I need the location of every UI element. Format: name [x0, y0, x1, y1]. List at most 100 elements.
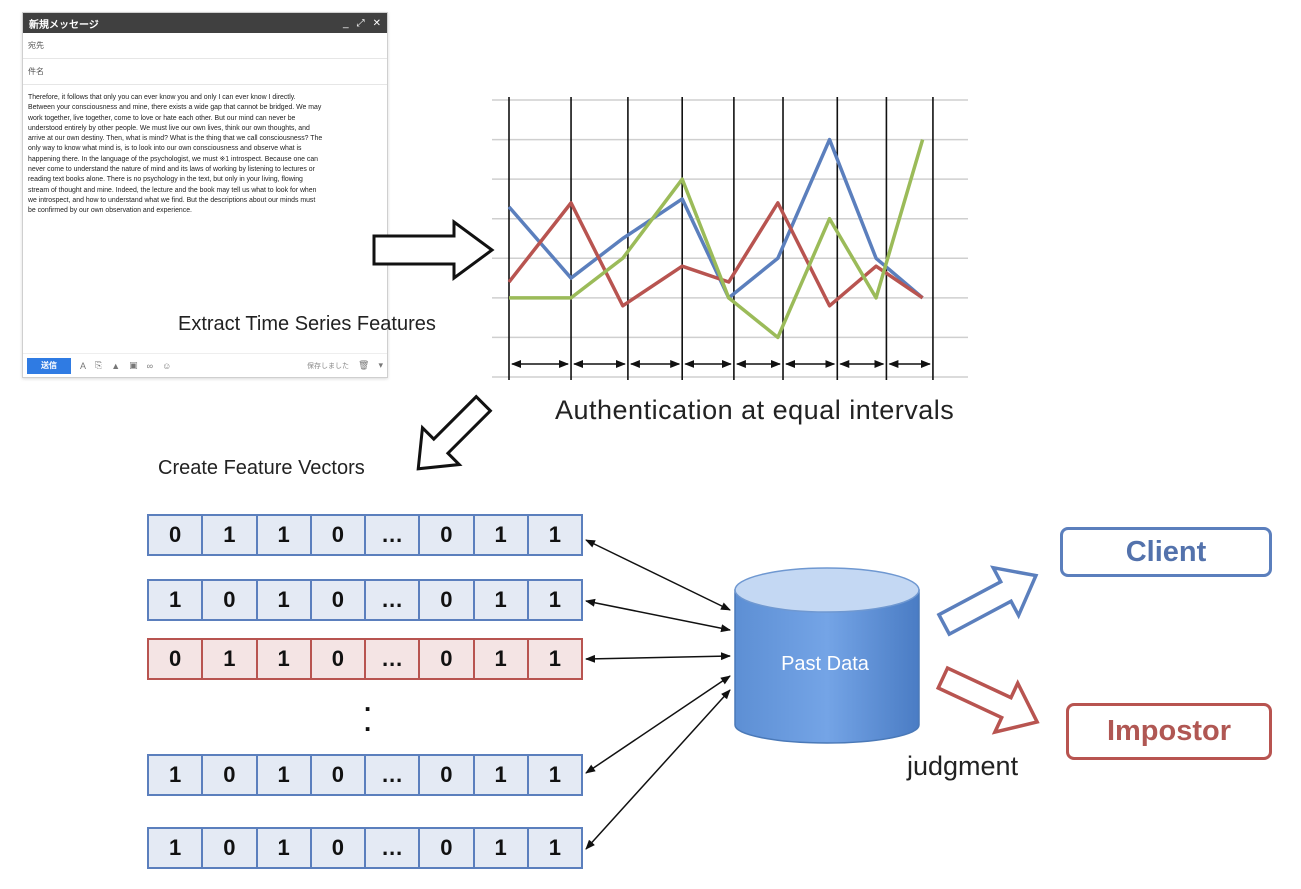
- chart-series-line: [509, 139, 925, 340]
- feature-vector-cell: 1: [472, 514, 529, 556]
- expand-icon[interactable]: ⤢: [356, 17, 365, 29]
- feature-vector-cell: 0: [147, 638, 204, 680]
- feature-vector-cell: …: [364, 827, 421, 869]
- feature-vector-cell: 1: [201, 638, 258, 680]
- body-line: reading text books alone. There is no ps…: [28, 176, 303, 184]
- feature-vector-cell: 1: [472, 754, 529, 796]
- send-button[interactable]: 送信: [27, 357, 71, 374]
- feature-vector-cell: 1: [255, 638, 312, 680]
- past-data-database: [734, 567, 920, 744]
- feature-vector-cell: 1: [526, 827, 583, 869]
- trash-icon[interactable]: 🗑: [358, 360, 370, 370]
- feature-vector-cell: …: [364, 638, 421, 680]
- feature-vector-cell: 0: [309, 579, 366, 621]
- feature-vector-cell: 0: [309, 638, 366, 680]
- close-icon[interactable]: ✕: [372, 17, 381, 29]
- feature-vector-cell: 1: [201, 514, 258, 556]
- feature-vector-cell: 0: [309, 754, 366, 796]
- bidirectional-connection-arrow: [585, 539, 731, 611]
- feature-vector-cell: 0: [309, 827, 366, 869]
- extract-flow-arrow: [372, 219, 495, 281]
- email-composer-window: 新規メッセージ _ ⤢ ✕ 宛先 件名 Therefore, it follow…: [22, 12, 388, 378]
- feature-vector-cell: 1: [472, 827, 529, 869]
- judgment-label: judgment: [907, 751, 1019, 781]
- message-body[interactable]: Therefore, it follows that only you can …: [23, 85, 387, 356]
- feature-vector-cell: 1: [255, 827, 312, 869]
- body-line: be confirmed by our own observation and …: [28, 207, 192, 215]
- database-label: Past Data: [781, 653, 869, 675]
- saved-status: 保存しました: [307, 362, 350, 370]
- body-line: we introspect, and how to understand wha…: [28, 196, 316, 204]
- composer-title: 新規メッセージ: [29, 19, 99, 31]
- feature-vector-cell: 0: [418, 827, 475, 869]
- impostor-output-arrow: [935, 665, 1040, 735]
- feature-vector-cell: 1: [255, 579, 312, 621]
- feature-vector-cell: 0: [418, 754, 475, 796]
- feature-vector-cell: 1: [526, 638, 583, 680]
- more-options-icon[interactable]: ▾: [378, 360, 383, 370]
- body-line: Therefore, it follows that only you can …: [28, 94, 296, 101]
- body-line: stream of thought and mine. Indeed, the …: [28, 186, 317, 194]
- composer-toolbar: 送信 A ⎘ ▲ ▣ ∞ ☺ 保存しました 🗑 ▾: [23, 353, 387, 377]
- bidirectional-connection-arrow: [585, 675, 731, 774]
- subject-label: 件名: [28, 67, 44, 76]
- client-result-box: Client: [1060, 527, 1272, 577]
- impostor-result-box: Impostor: [1066, 703, 1272, 760]
- link-icon[interactable]: ∞: [146, 360, 154, 371]
- to-label: 宛先: [28, 41, 44, 50]
- feature-vector-cell: 1: [255, 514, 312, 556]
- body-line: arrive at our own destiny. Then, what is…: [28, 135, 323, 143]
- authentication-intervals-label: Authentication at equal intervals: [555, 395, 955, 425]
- client-label: Client: [1125, 535, 1207, 568]
- minimize-icon[interactable]: _: [343, 17, 349, 29]
- body-line: Between your consciousness and mine, the…: [28, 104, 322, 112]
- feature-vector-cell: 0: [201, 754, 258, 796]
- impostor-label: Impostor: [1106, 715, 1232, 747]
- feature-vector-cell: 0: [418, 579, 475, 621]
- feature-vector-cell: 1: [255, 754, 312, 796]
- emoji-icon[interactable]: ☺: [162, 360, 172, 371]
- feature-vector-cell: 0: [418, 638, 475, 680]
- create-vectors-label: Create Feature Vectors: [158, 457, 365, 479]
- feature-vector-cell: 1: [526, 579, 583, 621]
- feature-vector-cell: 1: [526, 754, 583, 796]
- time-series-chart: [492, 97, 968, 380]
- feature-vector-cell: 0: [201, 827, 258, 869]
- photo-icon[interactable]: ▣: [129, 360, 138, 370]
- subject-field[interactable]: 件名: [23, 59, 387, 85]
- feature-vector-cell: 1: [472, 638, 529, 680]
- chart-series-line: [507, 201, 924, 308]
- feature-vector-cell: …: [364, 754, 421, 796]
- feature-vector-cell: 0: [309, 514, 366, 556]
- bidirectional-connection-arrow: [585, 689, 731, 850]
- vector-db-connections: [585, 539, 731, 850]
- feature-vector-cell: 1: [147, 579, 204, 621]
- body-line: understood entirely by other people. We …: [28, 124, 310, 132]
- to-field[interactable]: 宛先: [23, 33, 387, 59]
- body-line: never come to understand the nature of m…: [28, 166, 315, 174]
- extract-features-label: Extract Time Series Features: [178, 313, 436, 335]
- client-output-arrow: [936, 565, 1039, 637]
- bidirectional-connection-arrow: [585, 652, 731, 663]
- feature-vector-cell: 1: [526, 514, 583, 556]
- drive-icon[interactable]: ▲: [111, 360, 121, 371]
- attach-icon[interactable]: ⎘: [95, 360, 103, 370]
- feature-vector-cell: 1: [147, 754, 204, 796]
- body-line: only way to know what mind is, is to loo…: [28, 145, 302, 153]
- text-format-icon[interactable]: A: [80, 360, 87, 371]
- feature-vector-cell: 0: [201, 579, 258, 621]
- feature-vector-cell: 0: [147, 514, 204, 556]
- feature-vector-cell: 1: [472, 579, 529, 621]
- body-line: work together, live together, come to lo…: [28, 114, 296, 122]
- bidirectional-connection-arrow: [585, 598, 731, 633]
- create-flow-arrow: [416, 394, 493, 471]
- feature-vector-cell: 1: [147, 827, 204, 869]
- feature-vector-cell: …: [364, 514, 421, 556]
- vertical-ellipsis: ..: [364, 687, 372, 737]
